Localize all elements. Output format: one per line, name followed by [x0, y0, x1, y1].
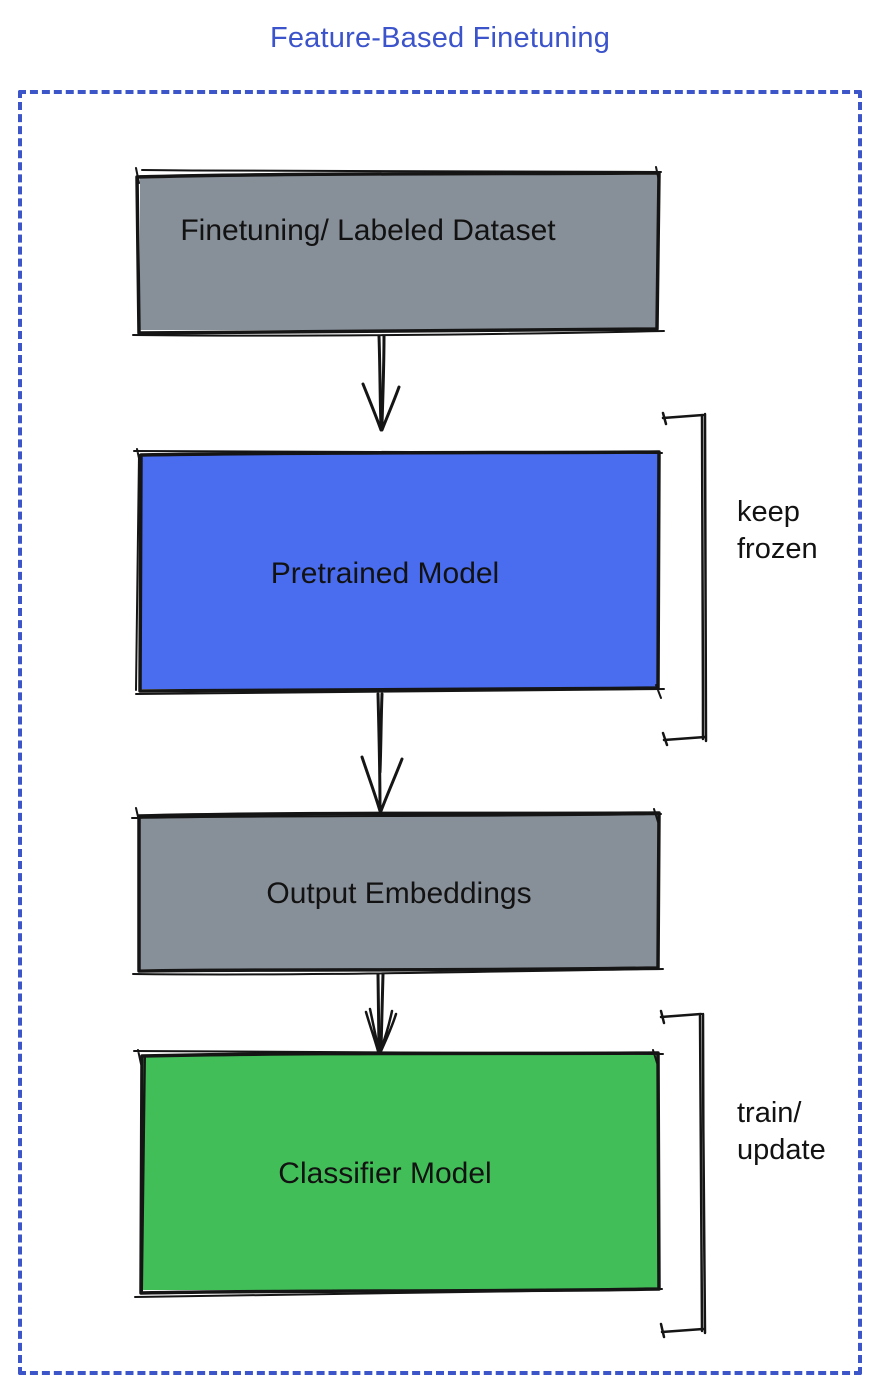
node-dataset-box [140, 175, 658, 330]
bracket-keep-frozen [661, 411, 708, 747]
node-pretrained-border [133, 448, 665, 699]
node-classifier-border [133, 1049, 664, 1298]
node-dataset-border [132, 166, 665, 337]
diagram-title: Feature-Based Finetuning [269, 22, 611, 54]
arrow-embeddings-to-classifier-icon [364, 972, 398, 1053]
node-embeddings-border [131, 807, 664, 976]
annotation-keep-frozen-line-2: frozen [737, 533, 818, 565]
node-pretrained-label: Pretrained Model [270, 557, 500, 590]
annotation-train-update: train/ update [737, 1095, 826, 1169]
annotation-keep-frozen: keep frozen [737, 494, 818, 568]
arrow-dataset-to-pretrained-icon [361, 334, 401, 432]
annotation-train-update-line-1: train/ [737, 1097, 802, 1129]
node-embeddings-label: Output Embeddings [266, 877, 532, 910]
annotation-train-update-line-2: update [737, 1134, 826, 1166]
node-embeddings-box [140, 815, 658, 969]
node-classifier-label: Classifier Model [278, 1157, 492, 1190]
node-classifier-box [142, 1055, 658, 1290]
arrow-pretrained-to-embeddings-icon [360, 692, 404, 813]
annotation-keep-frozen-line-1: keep [737, 496, 800, 528]
bracket-train-update [659, 1009, 707, 1339]
node-dataset-label: Finetuning/ Labeled Dataset [180, 214, 556, 247]
dashed-border-frame [18, 90, 862, 1375]
node-pretrained-box [141, 454, 658, 689]
